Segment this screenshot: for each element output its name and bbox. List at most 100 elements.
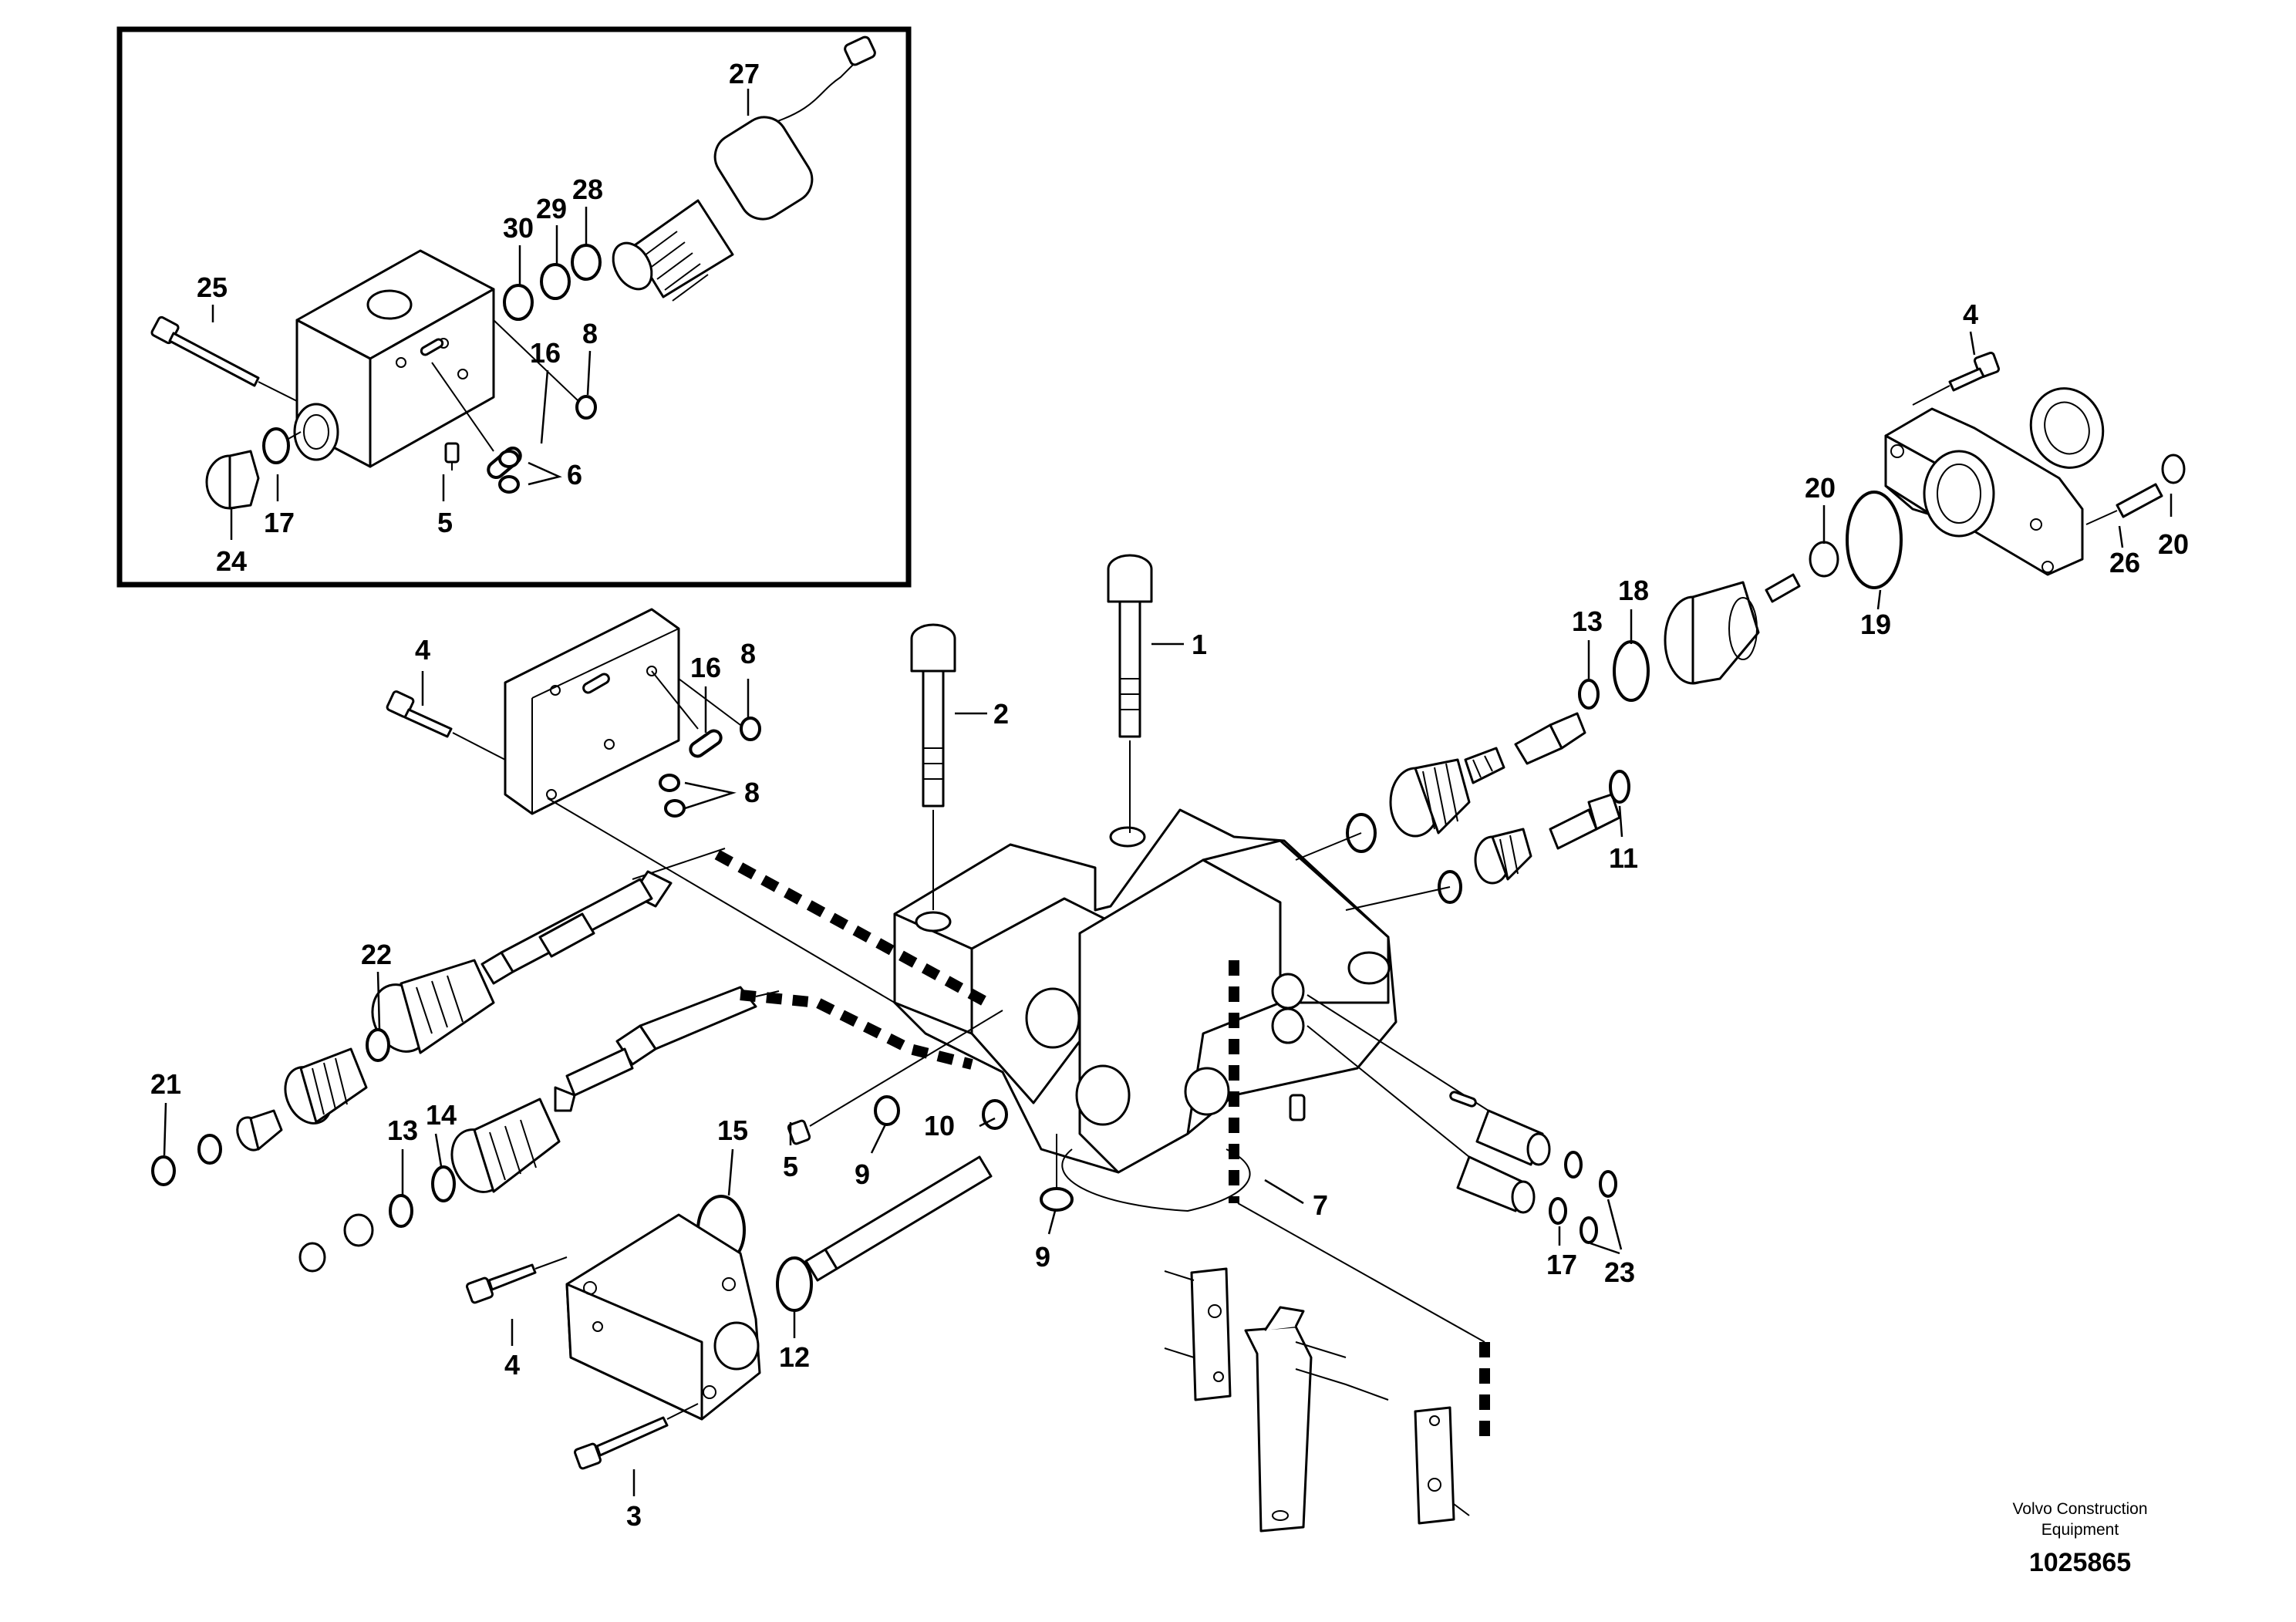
bolt-2 — [910, 623, 956, 910]
seal-right — [2029, 387, 2105, 469]
cover-plate-upper — [504, 608, 895, 1003]
bolt-4-upper — [386, 690, 506, 760]
nut-20 — [1809, 541, 1839, 578]
solenoid-valve-block — [293, 249, 495, 468]
nut-20-right — [2161, 454, 2186, 484]
doc-number: 1025865 — [2029, 1548, 2131, 1577]
label-17-right: 17 — [1546, 1249, 1577, 1280]
label-16: 16 — [530, 337, 561, 369]
label-24: 24 — [216, 545, 247, 577]
o-ring-13-right — [1578, 679, 1600, 710]
label-14: 14 — [426, 1099, 457, 1131]
o-ring-9 — [874, 1095, 900, 1126]
label-27: 27 — [729, 58, 760, 89]
bolt-4-right — [1912, 351, 2001, 406]
pistons-right — [1306, 994, 1551, 1214]
label-25: 25 — [197, 271, 228, 303]
brand-line-1: Volvo Construction — [2012, 1500, 2147, 1518]
label-1: 1 — [1192, 629, 1207, 660]
lever-linkage — [1164, 1267, 1470, 1533]
spool-lower — [804, 1155, 993, 1282]
label-8: 8 — [582, 318, 598, 349]
seat-13 — [343, 1213, 374, 1247]
label-6: 6 — [567, 459, 582, 491]
label-9-lower: 9 — [1035, 1241, 1050, 1273]
o-ring-22 — [366, 1028, 390, 1062]
o-ring-12 — [776, 1256, 813, 1312]
label-13-right: 13 — [1572, 605, 1603, 637]
o-ring-19 — [1846, 491, 1903, 589]
main-valve-assembly: 1 2 4 16 8 8 22 21 13 14 15 5 9 10 9 7 4… — [150, 298, 2189, 1533]
end-cap-right — [1884, 407, 2084, 576]
label-10: 10 — [924, 1110, 955, 1141]
label-19: 19 — [1860, 609, 1891, 640]
plug-small — [298, 1242, 326, 1273]
bolt-25 — [150, 315, 298, 402]
label-5: 5 — [437, 507, 453, 538]
spring-small-21 — [236, 1109, 283, 1152]
bolt-3 — [574, 1403, 699, 1470]
label-3: 3 — [626, 1500, 642, 1532]
inset-detail: 27 30 29 28 25 16 8 6 17 24 5 — [116, 26, 912, 588]
o-ring-17-right — [1549, 1197, 1567, 1225]
label-28: 28 — [572, 174, 603, 205]
label-29: 29 — [536, 193, 567, 224]
label-16: 16 — [690, 652, 721, 683]
label-17: 17 — [264, 507, 295, 538]
valve-body — [893, 808, 1397, 1212]
bolt-4-lower — [466, 1256, 568, 1304]
pin-small — [1289, 1094, 1306, 1121]
label-8-upper: 8 — [740, 638, 756, 669]
label-26: 26 — [2109, 547, 2140, 578]
o-ring-9-lower — [1040, 1187, 1074, 1212]
label-23: 23 — [1604, 1256, 1635, 1288]
spool-upper — [480, 848, 726, 985]
label-5: 5 — [783, 1151, 798, 1182]
spool-middle — [554, 986, 780, 1112]
o-ring-17-inset — [262, 427, 290, 464]
o-ring-8-upper — [740, 717, 761, 741]
right-spool-upper — [1295, 712, 1586, 861]
label-2: 2 — [993, 698, 1009, 730]
o-ring-23b — [1599, 1170, 1617, 1198]
label-18: 18 — [1618, 575, 1649, 606]
bolt-1 — [1107, 554, 1153, 833]
label-4-upper: 4 — [415, 634, 430, 666]
right-spool-lower — [1345, 793, 1621, 911]
o-ring-28 — [571, 244, 602, 281]
label-7: 7 — [1313, 1189, 1328, 1221]
label-21: 21 — [150, 1068, 181, 1100]
label-11: 11 — [1609, 842, 1638, 874]
o-ring-16 — [689, 729, 723, 758]
screw-26 — [2085, 483, 2163, 525]
o-ring-10 — [982, 1099, 1008, 1130]
o-ring-23a — [1564, 1151, 1583, 1179]
o-ring-13 — [389, 1194, 413, 1228]
label-20-left: 20 — [1805, 472, 1836, 504]
spring-22 — [284, 1047, 368, 1125]
o-ring-14 — [431, 1165, 456, 1202]
label-22: 22 — [361, 939, 392, 970]
footer-brand: Volvo Construction Equipment 1025865 — [2012, 1500, 2147, 1577]
end-cap-lower — [565, 1213, 761, 1421]
label-9-left: 9 — [855, 1158, 870, 1190]
label-4-lower: 4 — [504, 1349, 520, 1381]
o-ring-29 — [540, 263, 571, 300]
brand-line-2: Equipment — [2041, 1521, 2119, 1539]
plug-18 — [1664, 581, 1760, 685]
spring-seat-middle — [450, 1098, 561, 1193]
screw-small-right — [1765, 573, 1801, 603]
o-ring-8-inset — [575, 395, 597, 420]
label-20-right: 20 — [2158, 528, 2189, 560]
label-30: 30 — [503, 212, 534, 244]
washer-21 — [197, 1134, 222, 1165]
o-ring-21 — [151, 1155, 176, 1186]
o-ring-18 — [1613, 640, 1650, 702]
o-ring-11 — [1609, 770, 1630, 804]
set-screw-5-inset — [444, 442, 460, 464]
o-ring-23c — [1580, 1216, 1598, 1244]
label-12: 12 — [779, 1341, 810, 1373]
label-8-lower: 8 — [744, 777, 760, 808]
label-15: 15 — [717, 1114, 748, 1146]
